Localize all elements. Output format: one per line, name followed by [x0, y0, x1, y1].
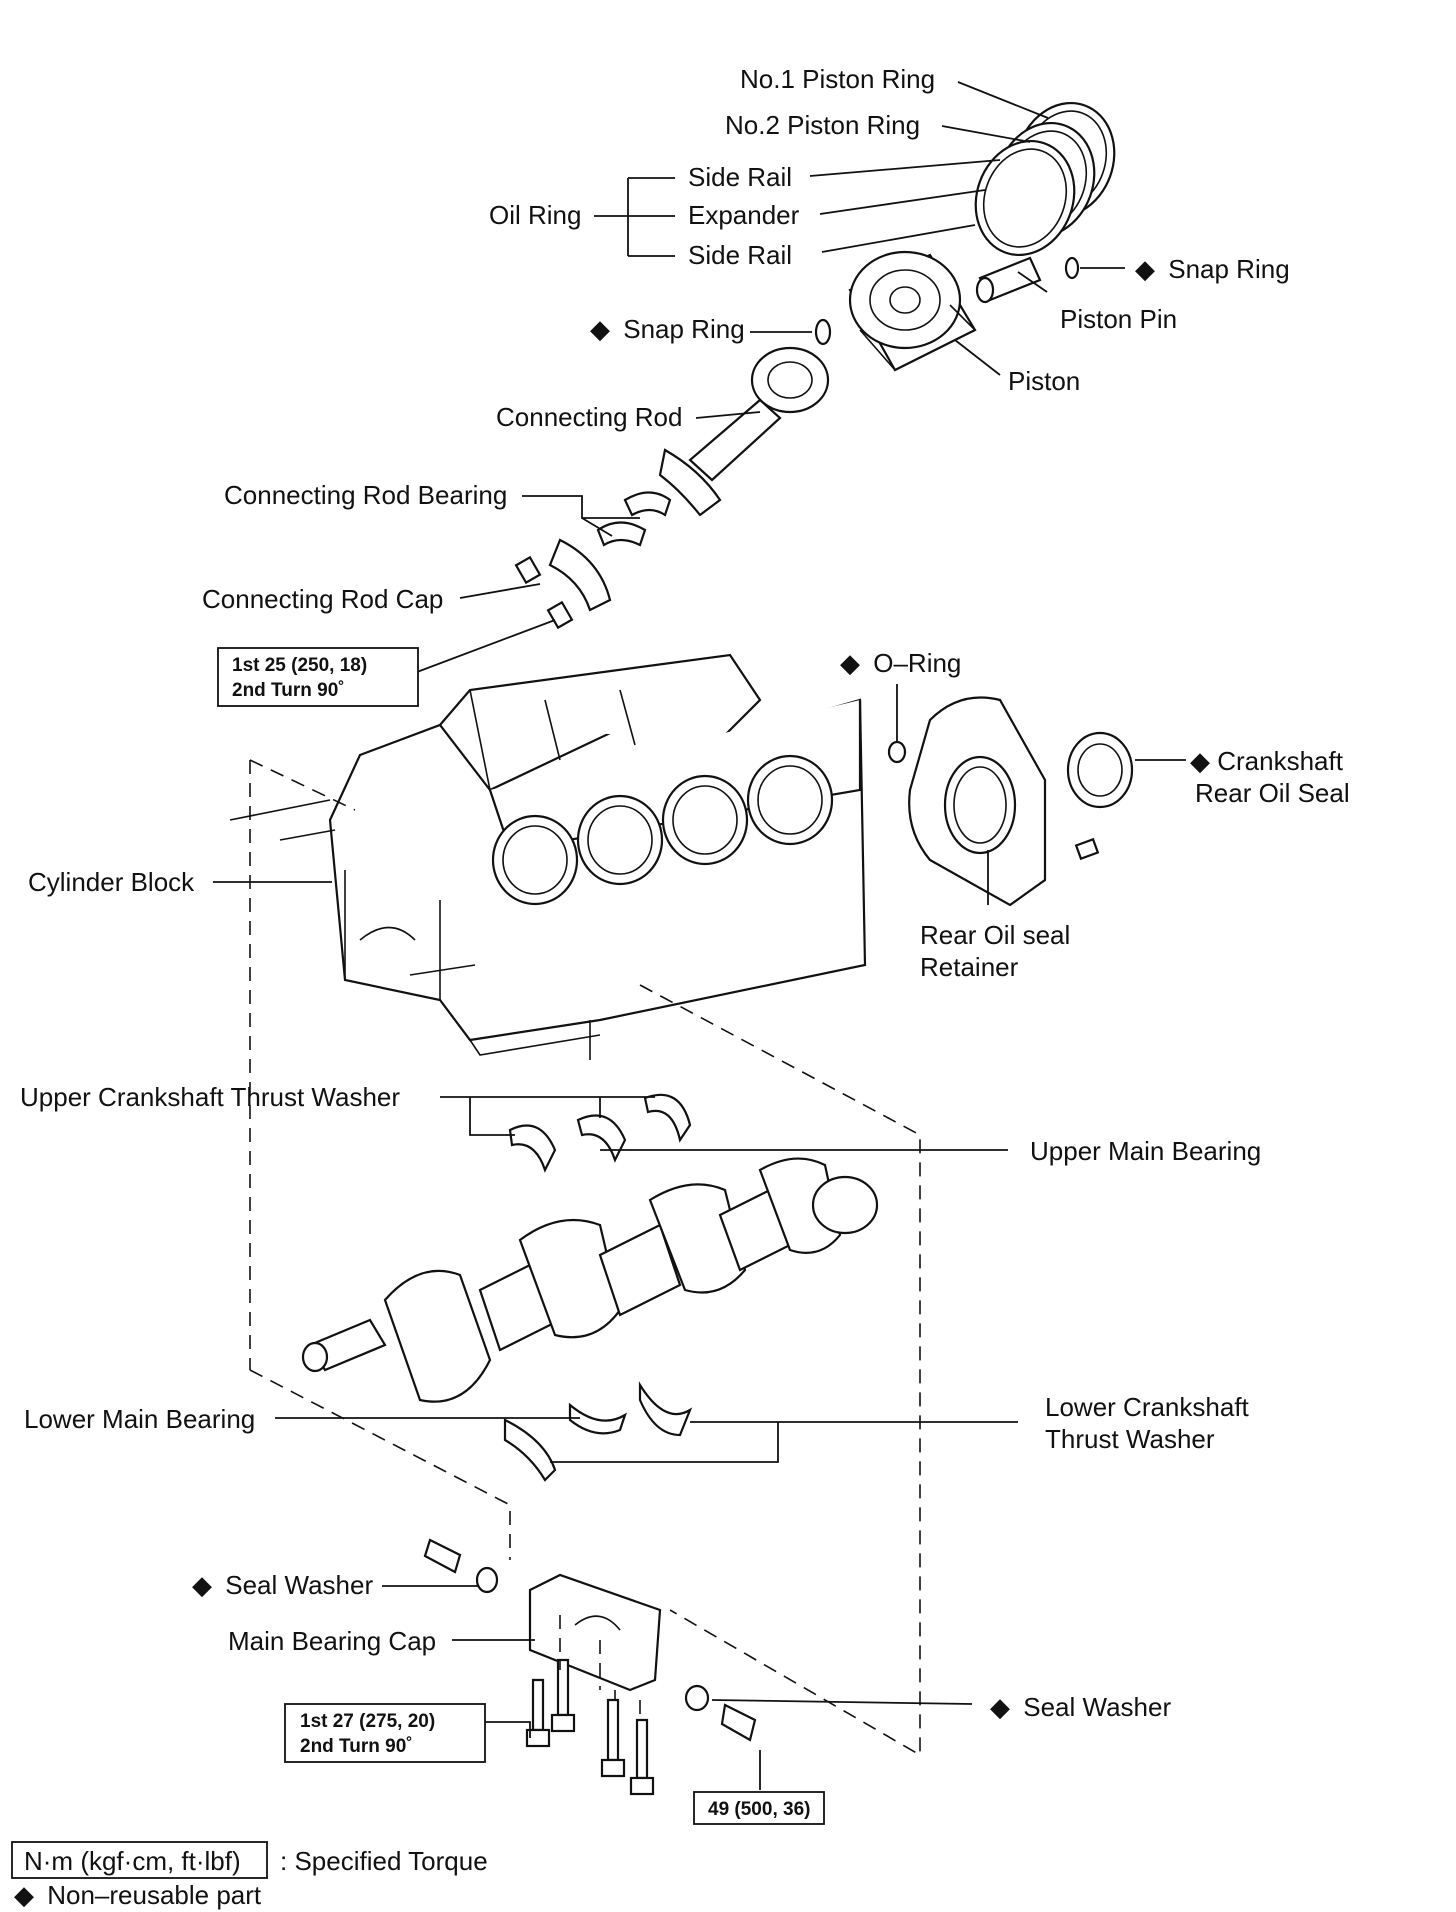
- retainer-bolt-drawing: [1074, 837, 1100, 861]
- rear-oil-seal-retainer-drawing: [908, 696, 1047, 907]
- torque-box-main-cap: 1st 27 (275, 20) 2nd Turn 90˚: [284, 1703, 486, 1763]
- non-reusable-marker: ◆: [590, 314, 610, 344]
- label-connecting-rod: Connecting Rod: [496, 402, 682, 432]
- label-rear-oil-seal-retainer-line2: Retainer: [920, 952, 1019, 982]
- label-o-ring: ◆ O–Ring: [840, 648, 961, 678]
- label-seal-washer-right: ◆ Seal Washer: [990, 1692, 1171, 1722]
- non-reusable-marker: ◆: [1190, 746, 1210, 776]
- label-lower-crankshaft-thrust-washer-line2: Thrust Washer: [1045, 1424, 1215, 1454]
- label-no1-piston-ring: No.1 Piston Ring: [740, 64, 935, 94]
- o-ring-drawing: [887, 740, 907, 764]
- label-upper-main-bearing: Upper Main Bearing: [1030, 1136, 1261, 1166]
- label-connecting-rod-cap: Connecting Rod Cap: [202, 584, 443, 614]
- legend-non-reusable-text: Non–reusable part: [47, 1880, 262, 1910]
- torque-rod-cap-line1: 1st 25 (250, 18): [232, 655, 367, 676]
- label-snap-ring-right-text: Snap Ring: [1168, 254, 1289, 284]
- label-crankshaft-rear-oil-seal: ◆ Crankshaft: [1190, 746, 1344, 776]
- snap-ring-left-drawing: [814, 318, 832, 346]
- label-expander: Expander: [688, 200, 800, 230]
- label-side-rail-top: Side Rail: [688, 162, 792, 192]
- torque-main-cap-line2: 2nd Turn 90˚: [300, 1736, 413, 1757]
- label-seal-washer-right-text: Seal Washer: [1023, 1692, 1171, 1722]
- crankshaft-rear-oil-seal-drawing: [1066, 731, 1134, 809]
- label-crankshaft-rear-oil-seal-line2: Rear Oil Seal: [1195, 778, 1350, 808]
- piston-drawing: [848, 250, 977, 372]
- seal-washer-right-drawing: [684, 1684, 757, 1742]
- label-seal-washer-left: ◆ Seal Washer: [192, 1570, 373, 1600]
- legend-torque-desc: : Specified Torque: [280, 1846, 488, 1876]
- label-rear-oil-seal-retainer-line1: Rear Oil seal: [920, 920, 1070, 950]
- label-lower-crankshaft-thrust-washer-line1: Lower Crankshaft: [1045, 1392, 1250, 1422]
- main-bearing-cap-drawing: [528, 1573, 662, 1692]
- label-upper-crankshaft-thrust-washer: Upper Crankshaft Thrust Washer: [20, 1082, 400, 1112]
- non-reusable-marker: ◆: [192, 1570, 212, 1600]
- non-reusable-marker: ◆: [840, 648, 860, 678]
- piston-rings-drawing: [974, 101, 1116, 257]
- torque-main-cap-line1: 1st 27 (275, 20): [300, 1711, 435, 1732]
- label-connecting-rod-bearing: Connecting Rod Bearing: [224, 480, 507, 510]
- label-cylinder-block: Cylinder Block: [28, 867, 195, 897]
- assembly-dashed-lines: [249, 759, 921, 1757]
- non-reusable-marker: ◆: [14, 1880, 34, 1910]
- lower-bearings-drawing: [503, 1381, 693, 1482]
- legend-torque-unit: N·m (kgf·cm, ft·lbf): [24, 1846, 241, 1876]
- torque-rod-cap-line2: 2nd Turn 90˚: [232, 680, 345, 701]
- non-reusable-marker: ◆: [1135, 254, 1155, 284]
- leader-lines: [213, 81, 1186, 1790]
- label-o-ring-text: O–Ring: [873, 648, 961, 678]
- label-crankshaft-rear-oil-seal-line1: Crankshaft: [1217, 746, 1343, 776]
- label-oil-ring: Oil Ring: [489, 200, 581, 230]
- label-snap-ring-left-text: Snap Ring: [623, 314, 744, 344]
- non-reusable-marker: ◆: [990, 1692, 1010, 1722]
- cylinder-block-drawing: [229, 653, 867, 1060]
- snap-ring-right-drawing: [1064, 256, 1080, 280]
- main-cap-bolts-drawing: [525, 1658, 655, 1796]
- connecting-rod-drawing: [658, 346, 830, 517]
- legend-non-reusable: ◆ Non–reusable part: [14, 1880, 262, 1910]
- torque-side-bolt: 49 (500, 36): [708, 1799, 810, 1820]
- upper-bearings-drawing: [508, 1093, 692, 1173]
- torque-box-side-bolt: 49 (500, 36): [693, 1791, 825, 1825]
- label-no2-piston-ring: No.2 Piston Ring: [725, 110, 920, 140]
- seal-washer-left-drawing: [423, 1538, 499, 1594]
- label-snap-ring-right: ◆ Snap Ring: [1135, 254, 1290, 284]
- connecting-rod-cap-drawing: [514, 538, 612, 630]
- label-piston-pin: Piston Pin: [1060, 304, 1177, 334]
- torque-box-rod-cap: 1st 25 (250, 18) 2nd Turn 90˚: [217, 647, 419, 707]
- label-seal-washer-left-text: Seal Washer: [225, 1570, 373, 1600]
- label-piston: Piston: [1008, 366, 1080, 396]
- legend: N·m (kgf·cm, ft·lbf) : Specified Torque …: [11, 1841, 488, 1910]
- label-main-bearing-cap: Main Bearing Cap: [228, 1626, 436, 1656]
- label-snap-ring-left: ◆ Snap Ring: [590, 314, 745, 344]
- label-side-rail-bottom: Side Rail: [688, 240, 792, 270]
- crankshaft-drawing: [301, 1157, 879, 1403]
- piston-pin-drawing: [975, 256, 1042, 304]
- label-lower-main-bearing: Lower Main Bearing: [24, 1404, 255, 1434]
- connecting-rod-bearing-drawing: [596, 491, 672, 547]
